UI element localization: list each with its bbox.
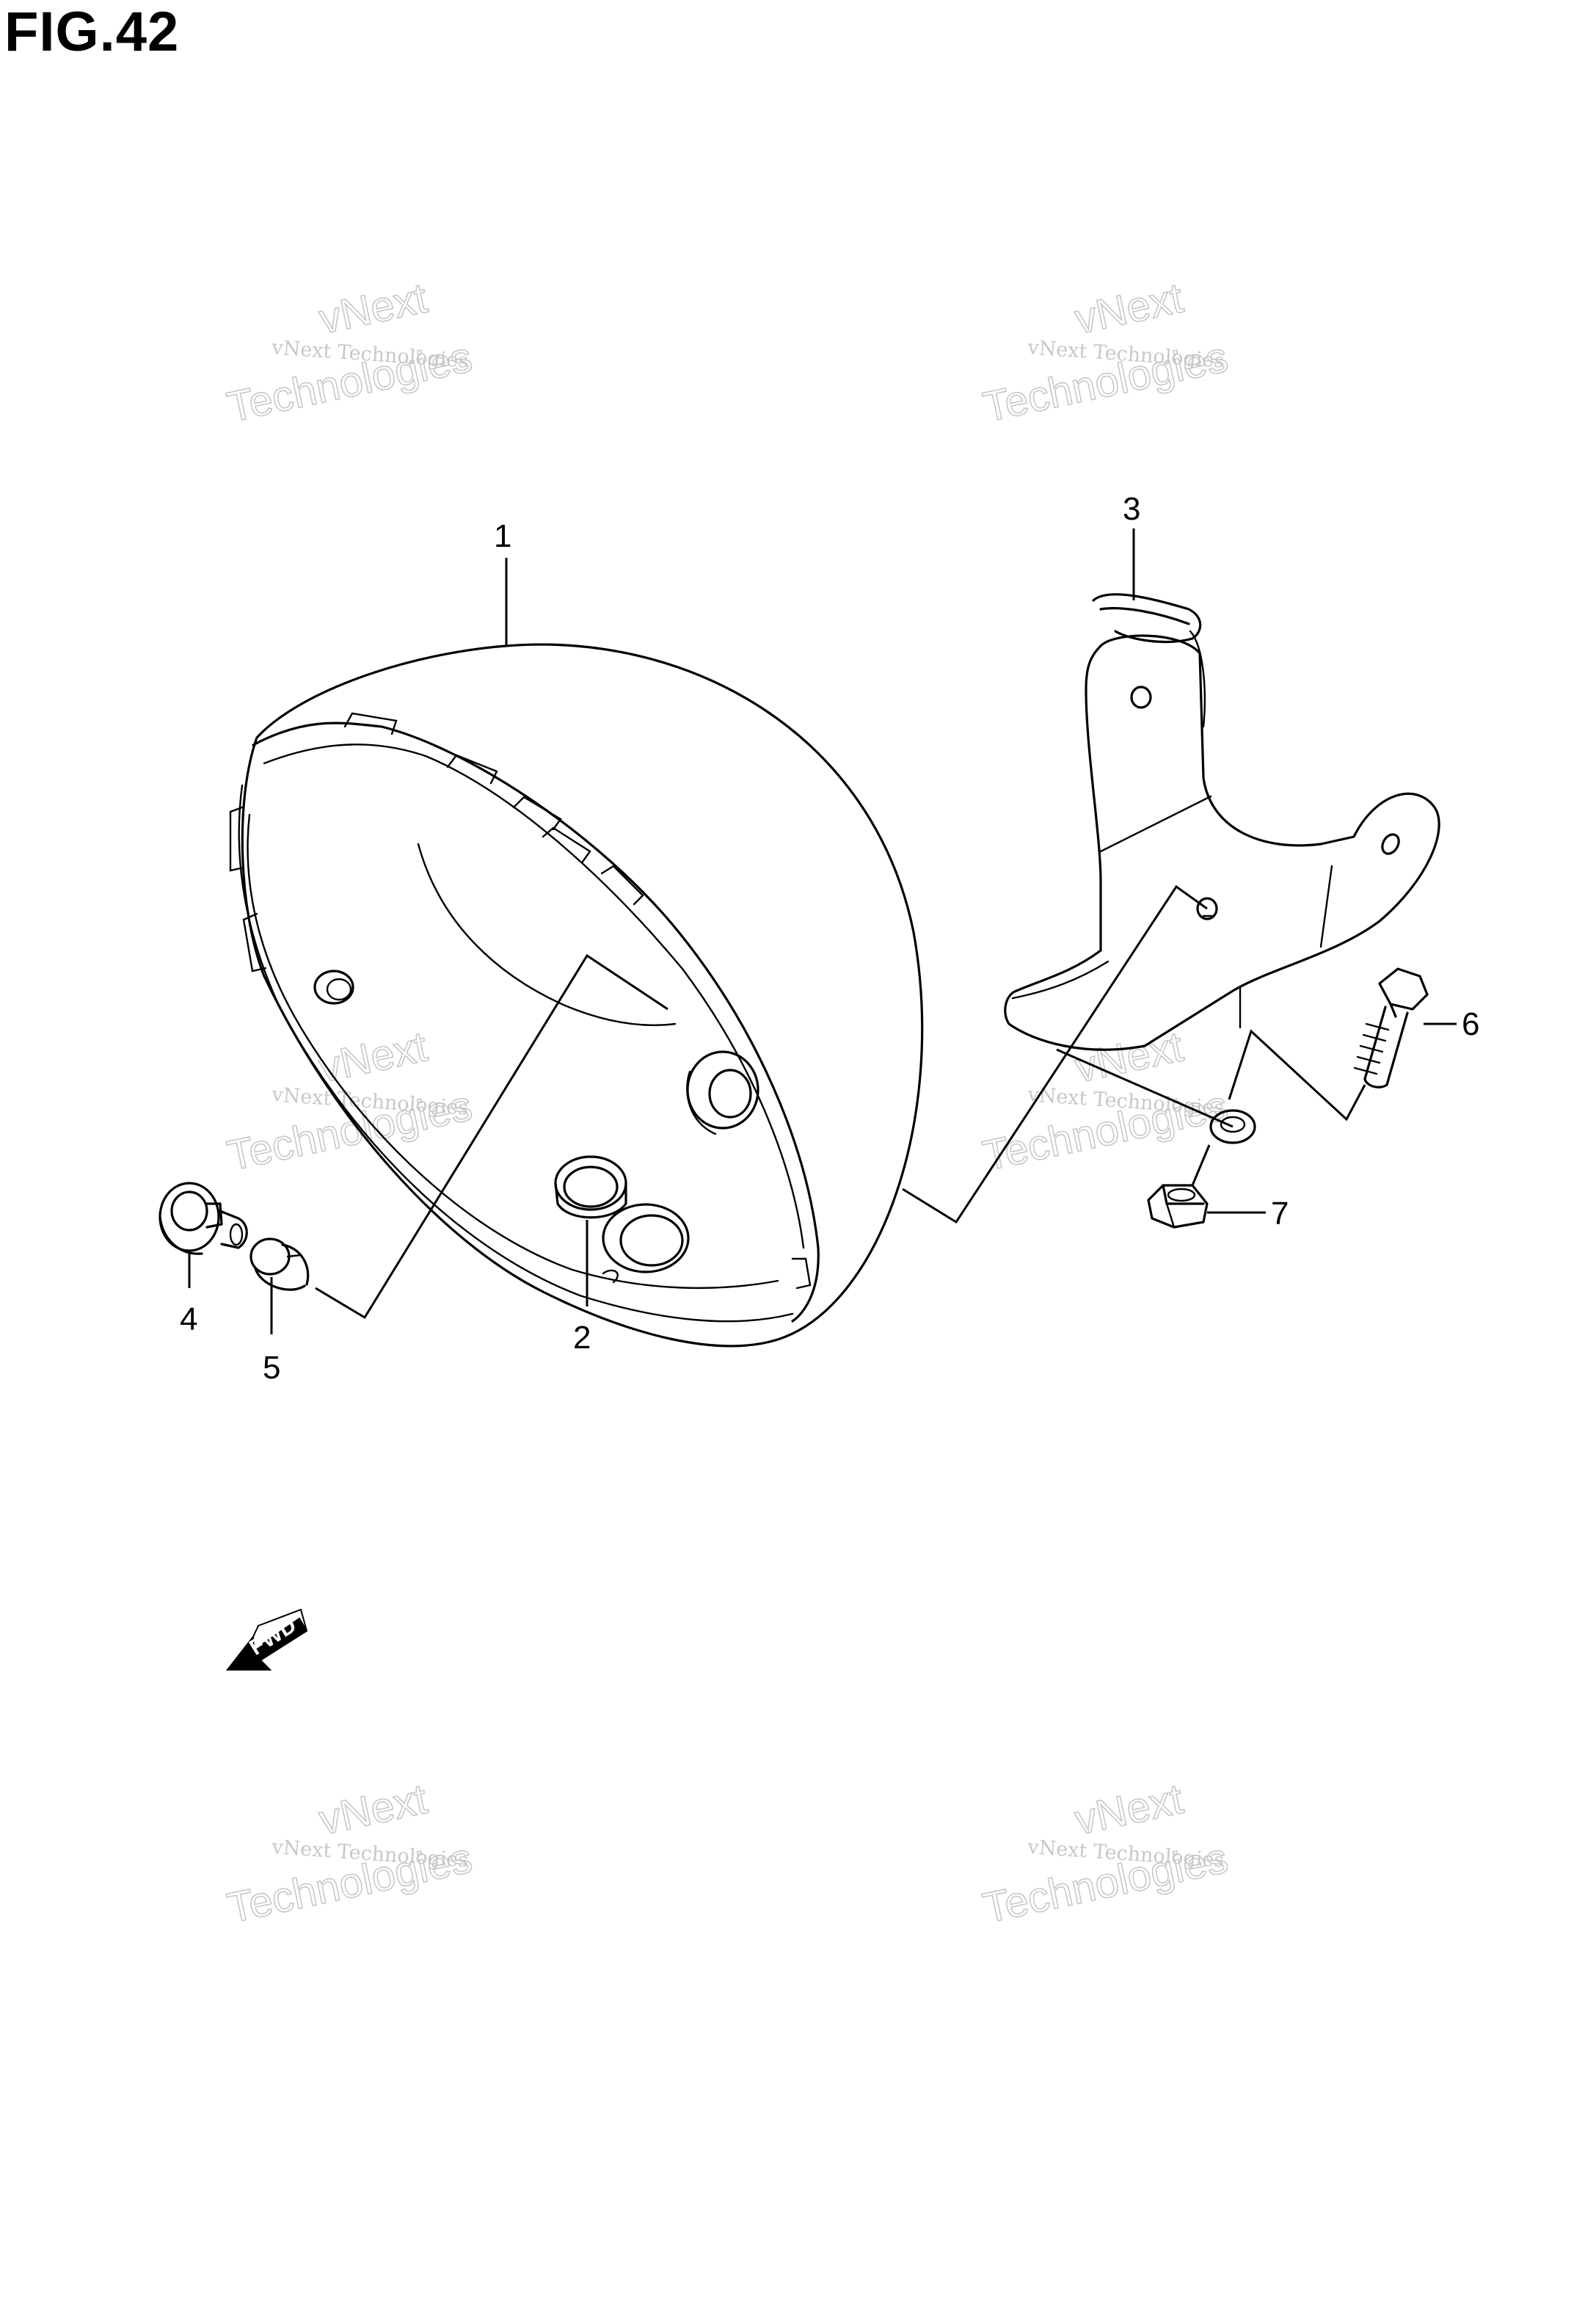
- headlamp-bracket: [1004, 593, 1440, 1144]
- mounting-bolt: [1353, 967, 1429, 1088]
- svg-text:vNext: vNext: [1071, 274, 1187, 343]
- watermark-bottom-left: vNext Technologies vNext Technologies: [222, 1775, 476, 1933]
- watermark-mid-left: vNext Technologies vNext Technologies: [222, 1022, 476, 1181]
- grommet: [554, 1155, 627, 1219]
- callout-6: 6: [1462, 1006, 1479, 1042]
- leader-lines: [188, 528, 1457, 1334]
- adjust-bolt: [158, 1182, 248, 1255]
- watermark-bottom-right: vNext Technologies vNext Technologies: [978, 1775, 1232, 1933]
- fwd-arrow-icon: FWD: [225, 1608, 308, 1671]
- svg-text:vNext: vNext: [315, 1022, 431, 1091]
- spacer-collar: [249, 1237, 310, 1291]
- callout-4: 4: [180, 1301, 197, 1337]
- svg-text:vNext: vNext: [315, 274, 431, 343]
- callout-3: 3: [1123, 491, 1140, 527]
- watermark-top-left: vNext Technologies vNext Technologies: [222, 274, 476, 432]
- headlamp-housing: [229, 643, 924, 1348]
- watermark-mid-right: vNext Technologies vNext Technologies: [978, 1022, 1232, 1181]
- callout-7: 7: [1271, 1196, 1289, 1232]
- svg-text:vNext: vNext: [315, 1775, 431, 1844]
- figure-title: FIG.42: [4, 1, 180, 63]
- callout-2: 2: [573, 1320, 591, 1356]
- flange-nut: [1147, 1184, 1209, 1229]
- watermark-top-right: vNext Technologies vNext Technologies: [978, 274, 1232, 432]
- callout-5: 5: [263, 1350, 280, 1386]
- callout-1: 1: [494, 518, 511, 554]
- svg-text:vNext: vNext: [1071, 1775, 1187, 1844]
